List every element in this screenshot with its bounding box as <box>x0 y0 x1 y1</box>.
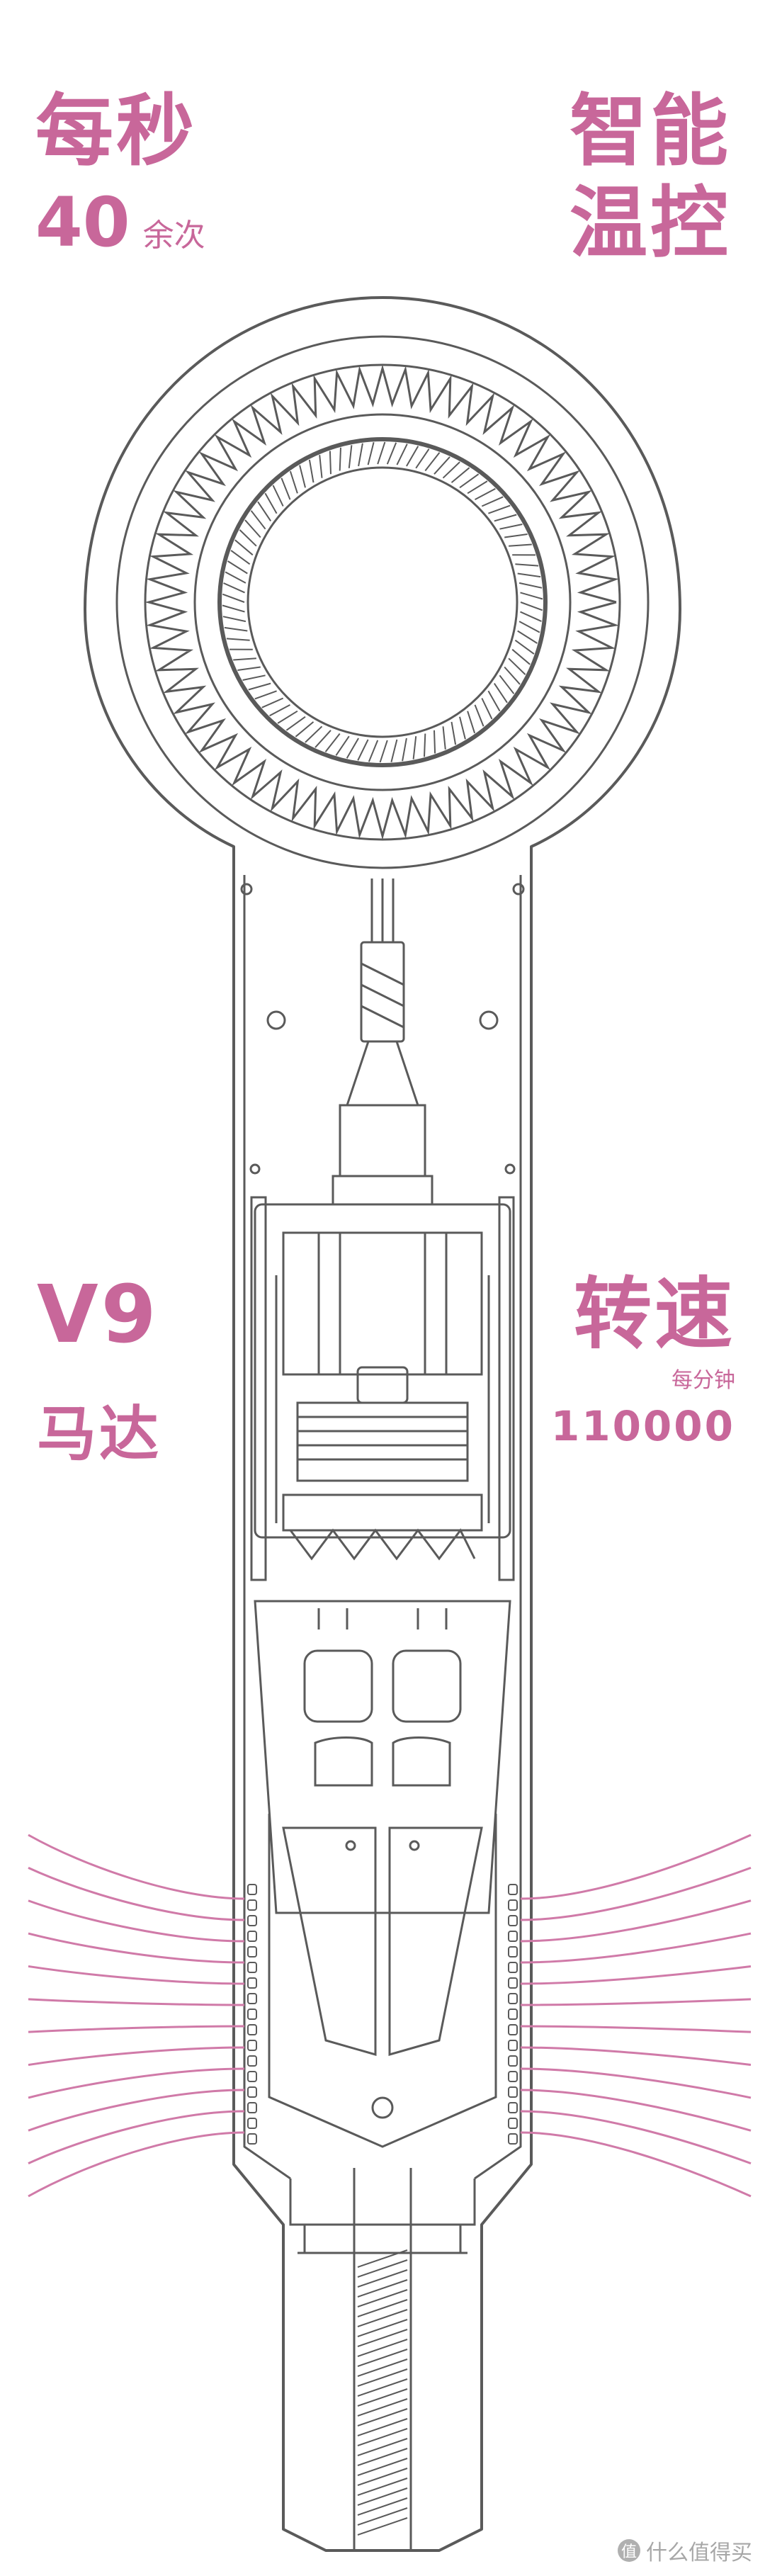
callout-top-left-number: 40 <box>35 183 130 262</box>
watermark-text: 什么值得买 <box>646 2541 752 2565</box>
head-hole-inner <box>246 466 518 738</box>
callout-top-left-suffix: 余次 <box>142 218 205 254</box>
body-inner-outline <box>243 875 522 2180</box>
callout-top-right: 智能 温控 <box>570 92 731 262</box>
callout-top-left: 每秒 40 余次 <box>35 92 205 256</box>
callout-mid-right: 转速 每分钟 110000 <box>551 1275 735 1447</box>
callout-top-left-title: 每秒 <box>35 86 197 176</box>
head-inner-ring <box>115 335 650 869</box>
motor-assembly <box>250 879 515 1581</box>
handle-hatch <box>357 2249 408 2536</box>
airflow-lines-left <box>28 1834 245 2198</box>
callout-mid-right-number: 110000 <box>550 1402 735 1450</box>
watermark-badge-icon: 值 <box>618 2539 640 2562</box>
callout-mid-left-model: V9 <box>37 1269 159 1361</box>
head-heater-ring-inner <box>193 413 572 791</box>
callout-top-right-line1: 智能 <box>570 86 731 176</box>
vent-slots-right <box>508 1884 518 2145</box>
head-hole-outer <box>217 437 548 767</box>
handle-internals <box>289 2168 476 2550</box>
mounting-holes <box>240 883 525 1175</box>
vent-slots-left <box>247 1884 257 2145</box>
callout-mid-left-label: 马达 <box>37 1399 162 1469</box>
diffuser-section <box>254 1600 511 2148</box>
callout-mid-left: V9 马达 <box>37 1275 162 1464</box>
callout-mid-right-title: 转速 <box>574 1269 735 1360</box>
callout-mid-right-caption: 每分钟 <box>672 1368 735 1393</box>
airflow-lines-right <box>520 1834 752 2198</box>
filter-ring-hatch <box>222 441 543 763</box>
watermark: 值 什么值得买 <box>618 2535 752 2566</box>
dryer-outer-housing <box>84 296 681 2552</box>
callout-top-right-line2: 温控 <box>570 178 731 269</box>
heater-coils <box>144 364 620 840</box>
